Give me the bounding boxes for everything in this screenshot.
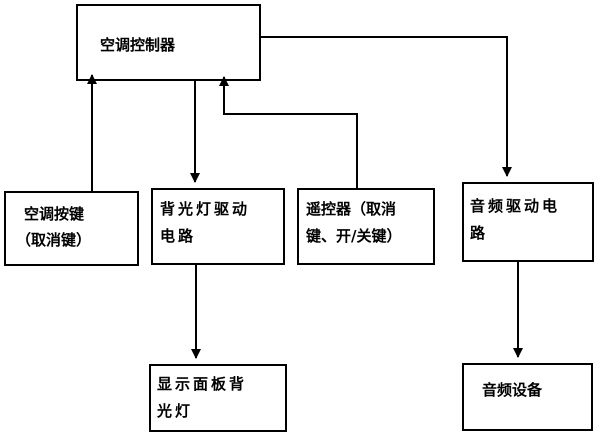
backlight-driver-box: 背光灯驱动 电路 xyxy=(151,188,285,265)
ac-button-label-line2: （取消键） xyxy=(16,231,91,249)
audio-device-label: 音频设备 xyxy=(482,381,543,399)
remote-box: 遥控器（取消 键、开/关键） xyxy=(297,188,435,265)
panel-backlight-box: 显示面板背 光灯 xyxy=(149,364,287,432)
audio-device-box: 音频设备 xyxy=(462,363,593,431)
audio-driver-box: 音频驱动电 路 xyxy=(462,182,594,262)
arrow-remote-to-controller xyxy=(219,76,358,189)
ac-button-label-line1: 空调按键 xyxy=(24,205,84,223)
ac-controller-label: 空调控制器 xyxy=(100,36,176,54)
ac-controller-box: 空调控制器 xyxy=(76,4,261,81)
panel-backlight-label-line1: 显示面板背 xyxy=(157,375,247,393)
audio-driver-label-line2: 路 xyxy=(470,224,486,242)
backlight-driver-label-line2: 电路 xyxy=(160,227,196,245)
audio-driver-label-line1: 音频驱动电 xyxy=(470,197,560,215)
remote-label-line1: 遥控器（取消 xyxy=(306,200,396,218)
arrow-controller-to-audio-driver xyxy=(260,36,512,177)
backlight-driver-label-line1: 背光灯驱动 xyxy=(160,200,250,218)
panel-backlight-label-line2: 光灯 xyxy=(156,402,193,420)
ac-button-box: 空调按键 （取消键） xyxy=(4,191,139,266)
remote-label-line2: 键、开/关键） xyxy=(305,227,401,245)
